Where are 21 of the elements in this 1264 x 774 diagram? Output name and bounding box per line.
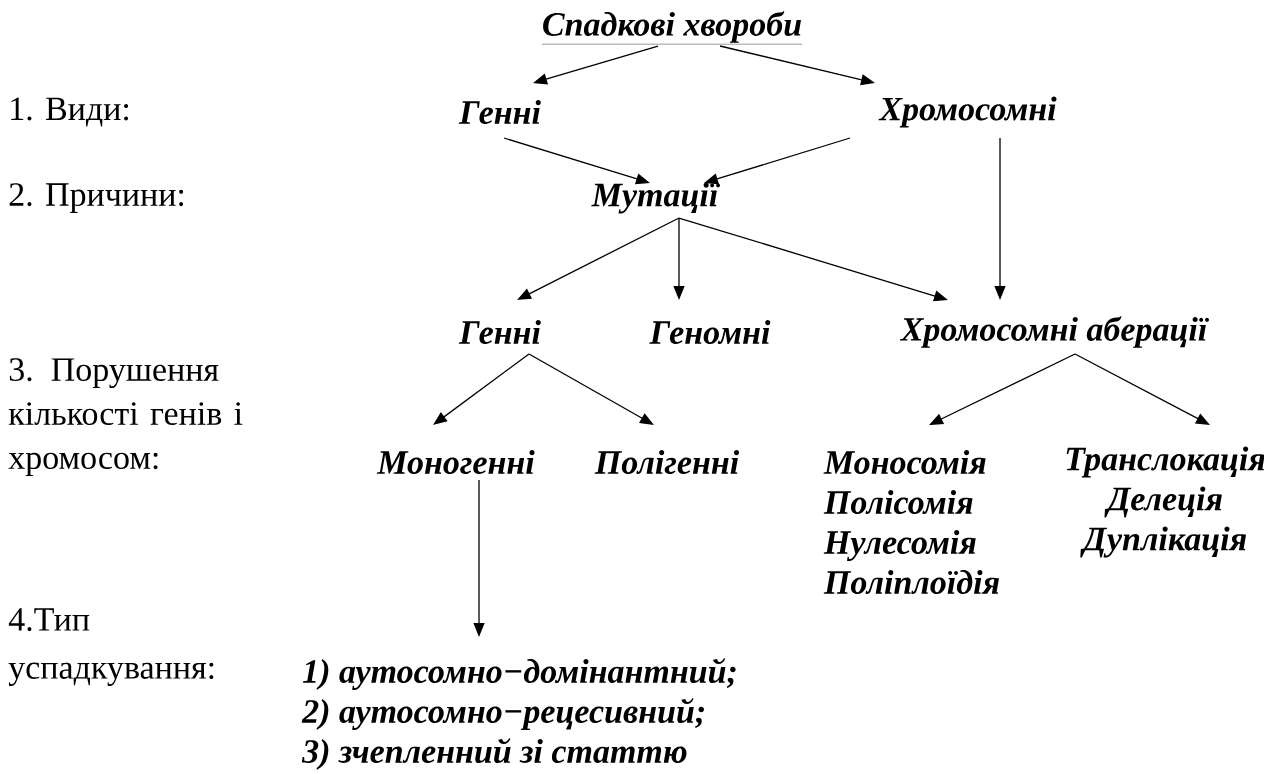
text-list: 1) аутосомно−домінантний; 2) аутосомно−рецесивний; 3) зчепленний зі статтю [301, 658, 736, 770]
node-text: Полігенні [594, 450, 740, 474]
row-label: 3. Порушення кількості генів і хромосом: [8, 358, 243, 476]
row-label: 4.Тип успадкування: [8, 608, 214, 686]
node-text: Моногенні [376, 450, 535, 474]
arrow [433, 353, 530, 425]
node-text: Геномні [649, 320, 771, 344]
node-text: Хромосомні аберації [899, 316, 1209, 348]
node-text: Хромосомні [878, 96, 1057, 128]
text-list: Моносомія Полісомія Нулесомія Поліплоїдія [823, 450, 999, 594]
node-text: Генні [458, 320, 541, 344]
arrow [929, 353, 1076, 425]
row-label: 2. Причини: [9, 183, 184, 213]
heading-text: Спадкові хвороби [541, 11, 803, 45]
node-text: Генні [458, 100, 541, 124]
arrow [1074, 353, 1210, 425]
node-text: Мутації [591, 182, 721, 214]
arrow [528, 353, 654, 425]
row-label: 1. Види: [11, 97, 129, 127]
text-list: Транслокація Делеція Дуплікація [1066, 446, 1264, 558]
arrow [517, 217, 680, 300]
